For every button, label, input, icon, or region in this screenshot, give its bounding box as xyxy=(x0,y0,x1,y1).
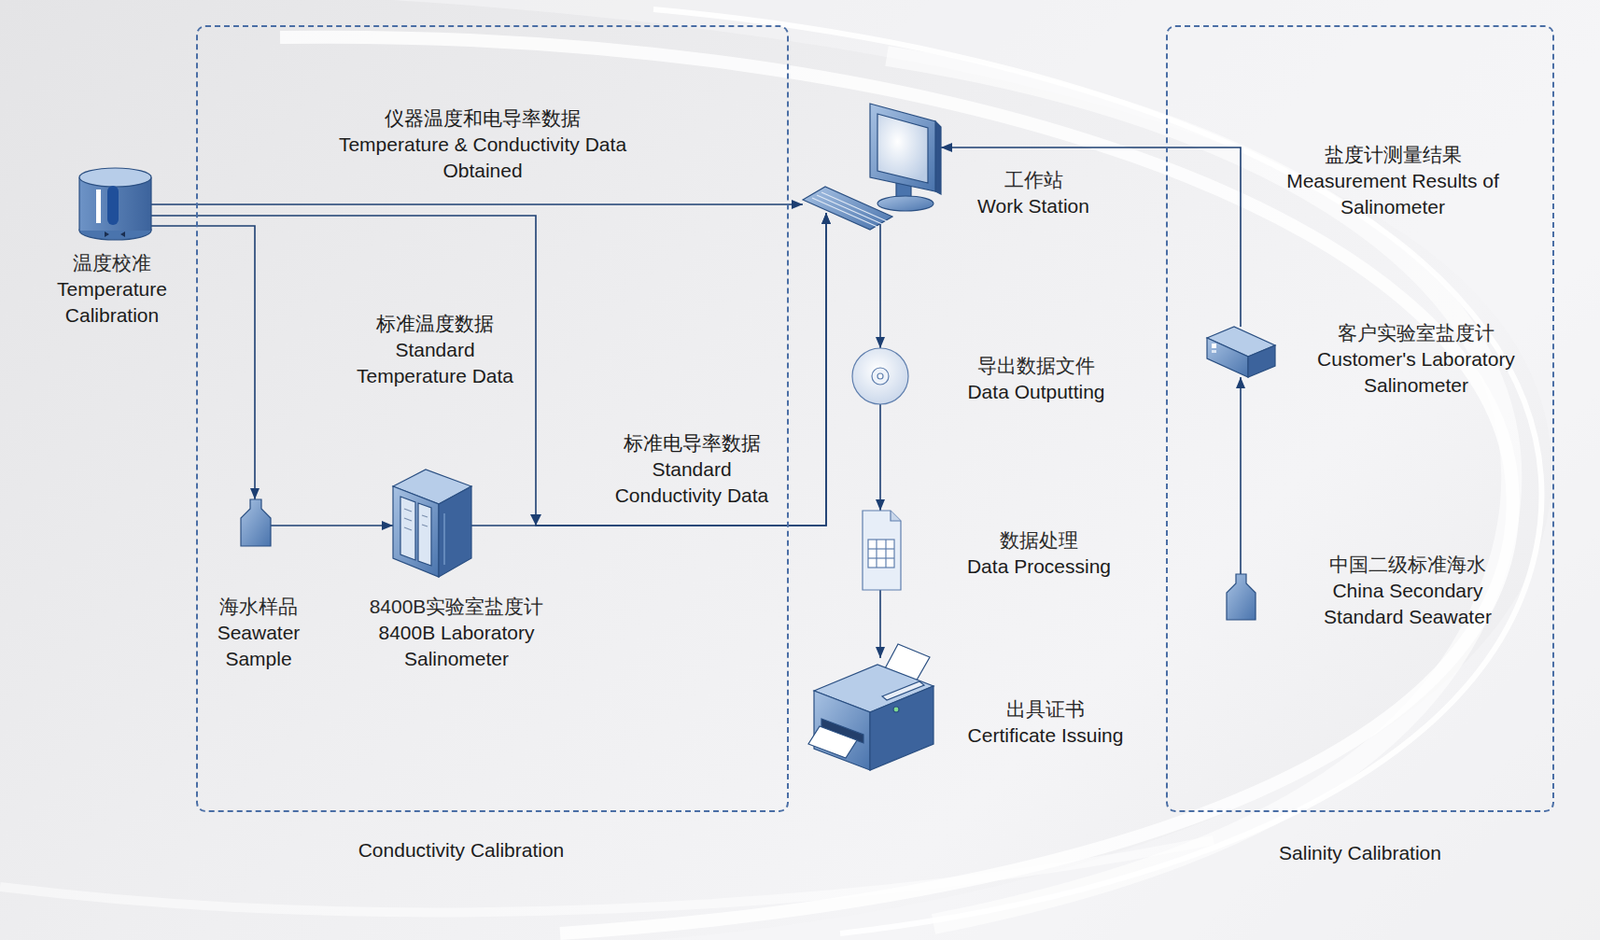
chinese-caption: 8400B实验室盐度计 xyxy=(358,593,555,620)
temperature-bath: 温度校准Temperature Calibration xyxy=(79,168,152,240)
temperature-bath-icon xyxy=(79,168,152,240)
english-caption: Work Station xyxy=(949,193,1118,220)
edge-label: 标准温度数据 Standard Temperature Data xyxy=(344,310,527,390)
salinometer-cabinet-icon xyxy=(392,469,472,577)
node-caption: Salinity Calibration xyxy=(1220,840,1501,867)
node-caption: 导出数据文件Data Outputting xyxy=(942,352,1130,406)
chinese-caption: 客户实验室盐度计 xyxy=(1299,320,1533,347)
chinese-caption: 工作站 xyxy=(949,167,1118,194)
sample-bottle: 海水样品Seawater Sample xyxy=(240,499,271,547)
node-caption: Conductivity Calibration xyxy=(311,837,611,864)
certificate-printer: 出具证书Certificate Issuing xyxy=(814,658,934,771)
standard-seawater-bottle: 中国二级标准海水China Secondary Standard Seawate… xyxy=(1226,574,1256,620)
english-caption: Salinity Calibration xyxy=(1220,840,1501,867)
flow-connector xyxy=(879,212,882,349)
flow-connector xyxy=(270,524,393,527)
salinometer-cabinet: 8400B实验室盐度计8400B Laboratory Salinometer xyxy=(392,469,472,577)
english-caption: Temperature Calibration xyxy=(37,276,187,329)
flow-connector xyxy=(151,225,255,500)
flow-connector xyxy=(940,147,1241,327)
flow-connector xyxy=(879,404,882,511)
flow-connector xyxy=(471,212,827,526)
chinese-caption: 数据处理 xyxy=(945,527,1133,554)
edge-label: 盐度计测量结果 Measurement Results of Salinomet… xyxy=(1280,141,1505,221)
english-caption: Seawater Sample xyxy=(193,619,324,673)
english-caption: Data Outputting xyxy=(942,378,1130,406)
junction-arrowhead xyxy=(530,514,542,526)
certificate-printer-icon xyxy=(808,644,934,771)
node-caption: 温度校准Temperature Calibration xyxy=(37,250,187,329)
flow-connector xyxy=(1239,377,1242,575)
data-disc-icon xyxy=(852,348,909,405)
standard-seawater-bottle-icon xyxy=(1226,574,1256,620)
node-caption: 中国二级标准海水China Secondary Standard Seawate… xyxy=(1300,551,1516,631)
english-caption: Certificate Issuing xyxy=(942,722,1149,749)
node-caption: 出具证书Certificate Issuing xyxy=(942,696,1149,749)
edge-label: 仪器温度和电导率数据 Temperature & Conductivity Da… xyxy=(328,105,637,184)
chinese-caption: 导出数据文件 xyxy=(942,352,1130,379)
node-caption: 8400B实验室盐度计8400B Laboratory Salinometer xyxy=(358,593,555,673)
chinese-caption: 中国二级标准海水 xyxy=(1300,551,1516,578)
workstation: 工作站Work Station xyxy=(802,103,941,213)
spreadsheet-file: 数据处理Data Processing xyxy=(862,510,901,590)
english-caption: Customer's Laboratory Salinometer xyxy=(1299,346,1533,399)
sample-bottle-icon xyxy=(240,499,271,547)
flow-connector xyxy=(151,203,803,206)
data-disc: 导出数据文件Data Outputting xyxy=(852,348,909,405)
flow-connector xyxy=(151,212,827,526)
english-caption: 8400B Laboratory Salinometer xyxy=(358,619,555,673)
node-caption: 工作站Work Station xyxy=(949,167,1118,220)
node-caption: 客户实验室盐度计Customer's Laboratory Salinomete… xyxy=(1299,320,1533,399)
chinese-caption: 海水样品 xyxy=(193,593,324,620)
node-caption: 海水样品Seawater Sample xyxy=(193,593,324,673)
node-caption: 数据处理Data Processing xyxy=(945,527,1133,580)
flow-connector xyxy=(879,589,882,659)
calibration-region: Salinity Calibration客户实验室盐度计Customer's L… xyxy=(1165,25,1555,813)
edge-label: 标准电导率数据 Standard Conductivity Data xyxy=(596,430,788,509)
workstation-icon xyxy=(802,103,941,230)
customer-salinometer-icon xyxy=(1207,326,1276,378)
customer-salinometer: 客户实验室盐度计Customer's Laboratory Salinomete… xyxy=(1207,326,1276,378)
chinese-caption: 温度校准 xyxy=(37,250,187,277)
english-caption: Conductivity Calibration xyxy=(311,837,611,864)
chinese-caption: 出具证书 xyxy=(942,696,1149,723)
spreadsheet-file-icon xyxy=(862,510,901,590)
english-caption: China Secondary Standard Seawater xyxy=(1300,577,1516,631)
english-caption: Data Processing xyxy=(945,553,1133,580)
